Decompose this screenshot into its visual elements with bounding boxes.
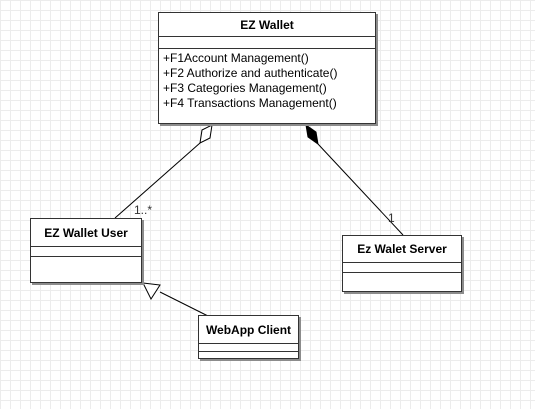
composition-multiplicity: 1 — [388, 211, 395, 225]
operation-f2: +F2 Authorize and authenticate() — [163, 66, 338, 80]
class-name-webapp-client: WebApp Client — [199, 316, 298, 344]
operations-compartment — [199, 352, 298, 358]
attributes-compartment — [199, 344, 298, 352]
aggregation-diamond — [199, 124, 213, 144]
class-name-ez-wallet-user: EZ Wallet User — [31, 219, 141, 247]
class-name-ez-wallet: EZ Wallet — [159, 13, 375, 37]
class-ez-walet-server[interactable]: Ez Walet Server — [342, 235, 462, 292]
class-webapp-client[interactable]: WebApp Client — [198, 315, 299, 359]
generalization-arrowhead — [142, 282, 161, 301]
operation-f3: +F3 Categories Management() — [163, 81, 327, 95]
operation-f1: +F1Account Management() — [163, 51, 309, 65]
attributes-compartment — [159, 37, 375, 49]
class-name-ez-walet-server: Ez Walet Server — [343, 236, 461, 263]
operations-compartment: +F1Account Management() +F2 Authorize an… — [159, 49, 375, 111]
operation-f4: +F4 Transactions Management() — [163, 96, 337, 110]
composition-diamond — [305, 123, 319, 146]
class-ez-wallet[interactable]: EZ Wallet +F1Account Management() +F2 Au… — [158, 12, 376, 124]
attributes-compartment — [31, 247, 141, 257]
attributes-compartment — [343, 263, 461, 273]
generalization-line[interactable] — [159, 291, 211, 318]
aggregation-line[interactable] — [114, 142, 201, 219]
operations-compartment — [31, 257, 141, 282]
composition-line[interactable] — [317, 143, 404, 236]
class-ez-wallet-user[interactable]: EZ Wallet User — [30, 218, 142, 283]
aggregation-multiplicity: 1..* — [134, 203, 152, 217]
operations-compartment — [343, 273, 461, 291]
